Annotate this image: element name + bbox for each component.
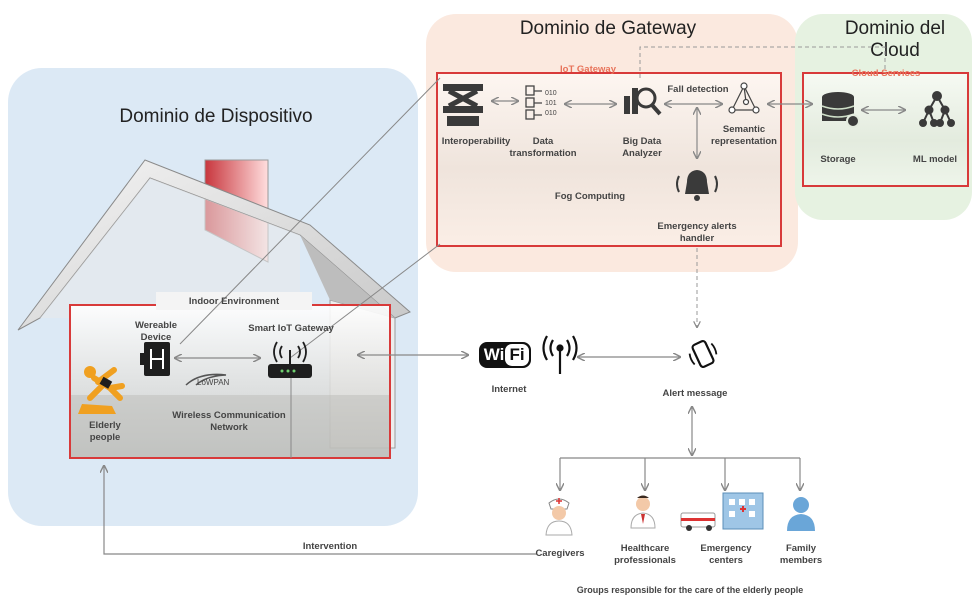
router-icon [268, 341, 312, 378]
data-transformation-label: Data transformation [509, 136, 577, 159]
caregiver-icon [545, 498, 573, 536]
svg-text:101: 101 [545, 100, 557, 107]
healthcare-label: Healthcare professionals [614, 543, 676, 566]
bell-icon [676, 170, 718, 201]
ml-model-label: ML model [912, 154, 958, 165]
fog-computing-label: Fog Computing [554, 191, 626, 202]
wifi-badge-inner [505, 344, 529, 366]
connector-line [179, 77, 441, 345]
iot-gateway-title: IoT Gateway [560, 64, 616, 75]
interoperability-label: Interoperability [441, 136, 511, 147]
data-transformation-icon: 010 101 010 [525, 85, 557, 120]
indoor-label-bg [156, 292, 312, 310]
elderly-label: Elderly people [89, 420, 121, 443]
storage-icon [821, 92, 860, 128]
phone-alert-icon [688, 340, 718, 368]
svg-text:010: 010 [545, 110, 557, 117]
alert-message-label: Alert message [662, 388, 728, 399]
semantic-representation-icon [728, 82, 760, 114]
family-member-icon [787, 497, 815, 531]
wifi-left-text: Wi [483, 345, 505, 364]
elderly-person-icon [78, 366, 125, 414]
intervention-arrow [104, 466, 537, 555]
wireless-network-label: Wireless Communication Network [172, 410, 286, 433]
storage-label: Storage [820, 154, 856, 165]
device-domain-title: Dominio de Dispositivo [119, 106, 313, 127]
indoor-environment-title: Indoor Environment [188, 296, 280, 307]
dashed-gateway-cloud-link [639, 46, 886, 78]
emergency-alerts-label: Emergency alerts handler [657, 221, 737, 244]
semantic-representation-label: Semantic representation [711, 124, 777, 147]
internet-label: Internet [491, 384, 527, 395]
smart-gateway-label: Smart IoT Gateway [248, 323, 334, 334]
cloud-services-title: Cloud Services [851, 68, 921, 79]
ml-model-icon [919, 91, 955, 127]
connector-line [289, 243, 441, 359]
svg-text:010: 010 [545, 90, 557, 97]
cloud-services-box [802, 72, 969, 187]
emergency-center-icon [680, 492, 764, 531]
indoor-floor [71, 395, 389, 457]
caregivers-label: Caregivers [535, 548, 585, 559]
lowpan-swoosh-icon [185, 373, 227, 386]
big-data-analyzer-icon [624, 87, 662, 116]
gateway-domain-title: Dominio de Gateway [519, 18, 697, 39]
fall-detection-label: Fall detection [667, 84, 729, 95]
antenna-icon [542, 335, 578, 374]
family-label: Family members [779, 543, 823, 566]
emergency-label: Emergency centers [700, 543, 752, 566]
wearable-device-icon [140, 342, 170, 376]
lowpan-label: LoWPAN [197, 378, 230, 387]
interoperability-icon [443, 84, 483, 126]
cloud-domain-title: Dominio del Cloud [844, 18, 946, 61]
wearable-device-label: Wereable Device [134, 320, 178, 343]
healthcare-professional-icon [630, 495, 656, 529]
big-data-analyzer-label: Big Data Analyzer [622, 136, 662, 159]
indoor-environment-box [69, 304, 391, 459]
wifi-right-text: Fi [509, 345, 525, 364]
intervention-label: Intervention [302, 541, 358, 552]
groups-caption: Groups responsible for the care of the e… [576, 585, 804, 595]
